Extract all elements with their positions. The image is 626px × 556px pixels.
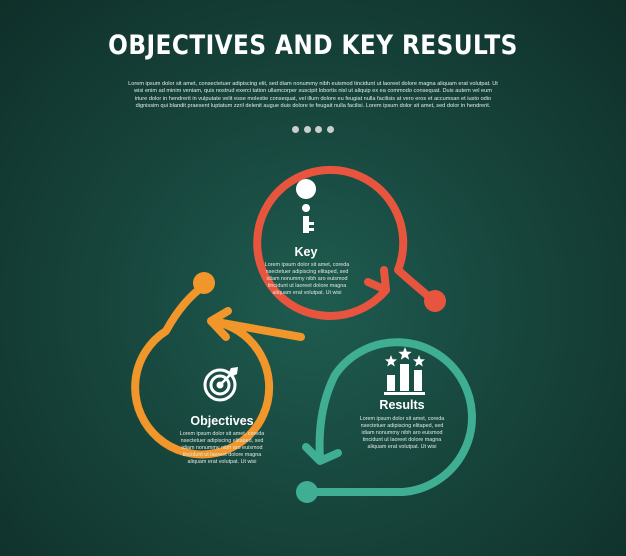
pagination-dot-1[interactable] [292, 126, 299, 133]
key-description: Lorem ipsum dolor sit amet, coreda nsect… [264, 262, 350, 296]
key-loop-end-dot [424, 290, 446, 312]
pagination-dot-4[interactable] [326, 126, 334, 133]
objectives-loop-end-dot [193, 272, 215, 294]
objectives-arrow-head [207, 307, 232, 341]
key-arrow-head [364, 266, 390, 294]
key-icon [296, 179, 317, 233]
key-label: Key [294, 245, 318, 259]
objectives-label: Objectives [190, 414, 254, 428]
results-description: Lorem ipsum dolor sit amet, coreda nsect… [359, 416, 445, 450]
target-icon [203, 367, 238, 402]
pagination-dot-2[interactable] [303, 126, 311, 133]
results-arrow-head [302, 443, 342, 465]
page-subtitle: Lorem ipsum dolor sit amet, consectetuer… [128, 81, 498, 109]
bar-chart-stars-icon [384, 347, 425, 395]
objectives-loop-ring [131, 281, 305, 459]
page-title: OBJECTIVES AND KEY RESULTS [108, 30, 518, 61]
results-loop [302, 338, 476, 496]
pagination-dots [292, 126, 334, 134]
pagination-dot-3[interactable] [315, 126, 322, 133]
key-loop-ring [253, 165, 437, 320]
results-label: Results [379, 398, 425, 412]
results-loop-end-dot [296, 481, 318, 503]
key-loop [253, 165, 437, 320]
results-loop-ring [308, 338, 476, 496]
objectives-loop [131, 281, 305, 459]
objectives-description: Lorem ipsum dolor sit amet, coreda nsect… [179, 431, 265, 465]
